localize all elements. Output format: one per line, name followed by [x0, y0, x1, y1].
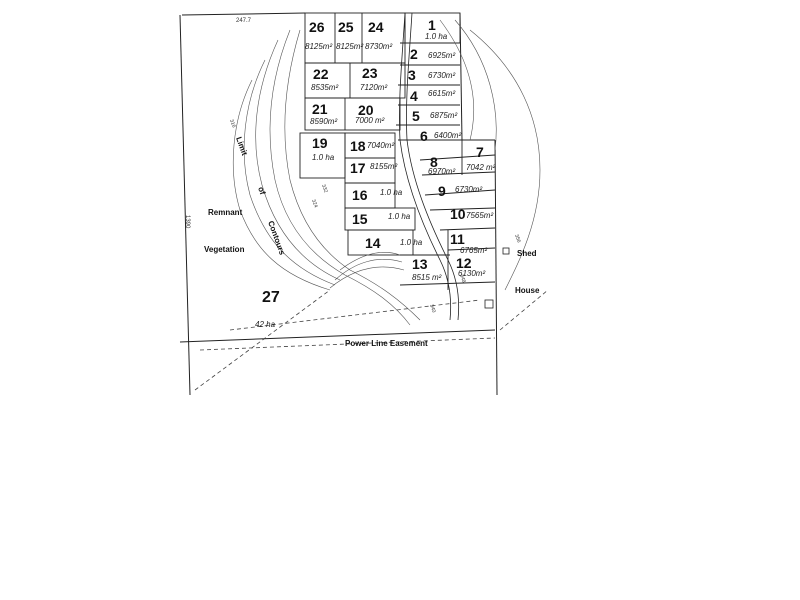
lot-number: 14	[365, 235, 381, 251]
lot-area: 6925m²	[428, 51, 455, 60]
lot-area: 1.0 ha	[425, 32, 448, 41]
lot-area: 1.0 ha	[400, 238, 423, 247]
lot-area: 6730m²	[428, 71, 455, 80]
contour-label: 340	[428, 304, 437, 314]
lot-area: 6130m²	[458, 269, 485, 278]
lot-area: 6970m²	[428, 167, 455, 176]
lot-area: 6400m²	[434, 131, 461, 140]
access-road	[399, 12, 460, 321]
lot-number: 11	[450, 231, 465, 247]
label-house: House	[515, 286, 540, 295]
lot-area: 7042 m²	[466, 163, 496, 172]
lot-area: 7565m²	[466, 211, 493, 220]
label-vegetation: Vegetation	[204, 245, 245, 254]
lot-number: 7	[476, 144, 484, 160]
lot-number: 22	[313, 66, 329, 82]
lot-number: 3	[408, 67, 416, 83]
lot-number: 5	[412, 108, 420, 124]
lot-number: 21	[312, 101, 328, 117]
lot-area: 1.0 ha	[388, 212, 411, 221]
lot-area: 6615m²	[428, 89, 455, 98]
lot-area: 7120m²	[360, 83, 387, 92]
contour-label: 332	[320, 184, 329, 194]
property-boundary	[179, 12, 498, 396]
left-dimension: 1390	[184, 215, 190, 229]
contour-label: 316	[228, 119, 237, 129]
lot-area: 8125m²	[336, 42, 363, 51]
contour-label: 356	[513, 234, 522, 244]
lot-area: 6765m²	[460, 246, 487, 255]
lot-number: 16	[352, 187, 368, 203]
lot-number: 24	[368, 19, 384, 35]
lot-area: 8515 m²	[412, 273, 442, 282]
structures	[484, 247, 510, 309]
lot-number: 18	[350, 138, 366, 154]
easement-lines	[194, 289, 549, 391]
lot-number: 25	[338, 19, 354, 35]
contour-label: 348	[458, 274, 467, 284]
lot-area: 8125m²	[305, 42, 332, 51]
shed-structure-icon	[502, 247, 510, 255]
contour-lines	[233, 19, 541, 326]
contour-label: 324	[310, 199, 319, 209]
lot-number: 6	[420, 128, 428, 144]
lot-area: 8155m²	[370, 162, 397, 171]
lot-number: 1	[428, 17, 436, 33]
lot-area: 7040m²	[367, 141, 394, 150]
lot-number: 19	[312, 135, 328, 151]
lot-area: 1.0 ha	[312, 153, 335, 162]
lot-number: 8	[430, 154, 438, 170]
lot-number: 2	[410, 46, 418, 62]
label-limit: Limit	[234, 136, 249, 157]
label-remnant: Remnant	[208, 208, 243, 217]
lot-number: 17	[350, 160, 366, 176]
lot-labels: 1 1.0 ha 2 6925m² 3 6730m² 4 6615m² 5 68…	[262, 17, 496, 306]
top-dimension: 247.7	[236, 18, 252, 24]
label-of: of	[256, 186, 267, 196]
label-power-line-easement: Power Line Easement	[345, 339, 428, 348]
lot-area: 6875m²	[430, 111, 457, 120]
lot-area: 8535m²	[311, 83, 338, 92]
lot-number: 23	[362, 65, 378, 81]
lot-number: 9	[438, 183, 446, 199]
house-structure-icon	[484, 299, 494, 309]
lot-area: 7000 m²	[355, 116, 385, 125]
lot-number: 15	[352, 211, 368, 227]
lot-number: 26	[309, 19, 325, 35]
lot-area: 8730m²	[365, 42, 392, 51]
lot-area: 8590m²	[310, 117, 337, 126]
lot-area: 1.0 ha	[380, 188, 403, 197]
lot-number: 10	[450, 206, 466, 222]
label-shed: Shed	[517, 249, 537, 258]
label-contours: Contours	[266, 220, 287, 257]
lot-number: 13	[412, 256, 428, 272]
lot-number: 12	[456, 255, 472, 271]
lot-area: 6730m²	[455, 185, 482, 194]
lot-27-area: 42 ha	[255, 320, 276, 329]
contour-labels: 316 324 332 340 348 356	[228, 119, 522, 314]
lot-number: 27	[262, 289, 280, 306]
lot-number: 4	[410, 88, 418, 104]
lot-number: 20	[358, 102, 374, 118]
